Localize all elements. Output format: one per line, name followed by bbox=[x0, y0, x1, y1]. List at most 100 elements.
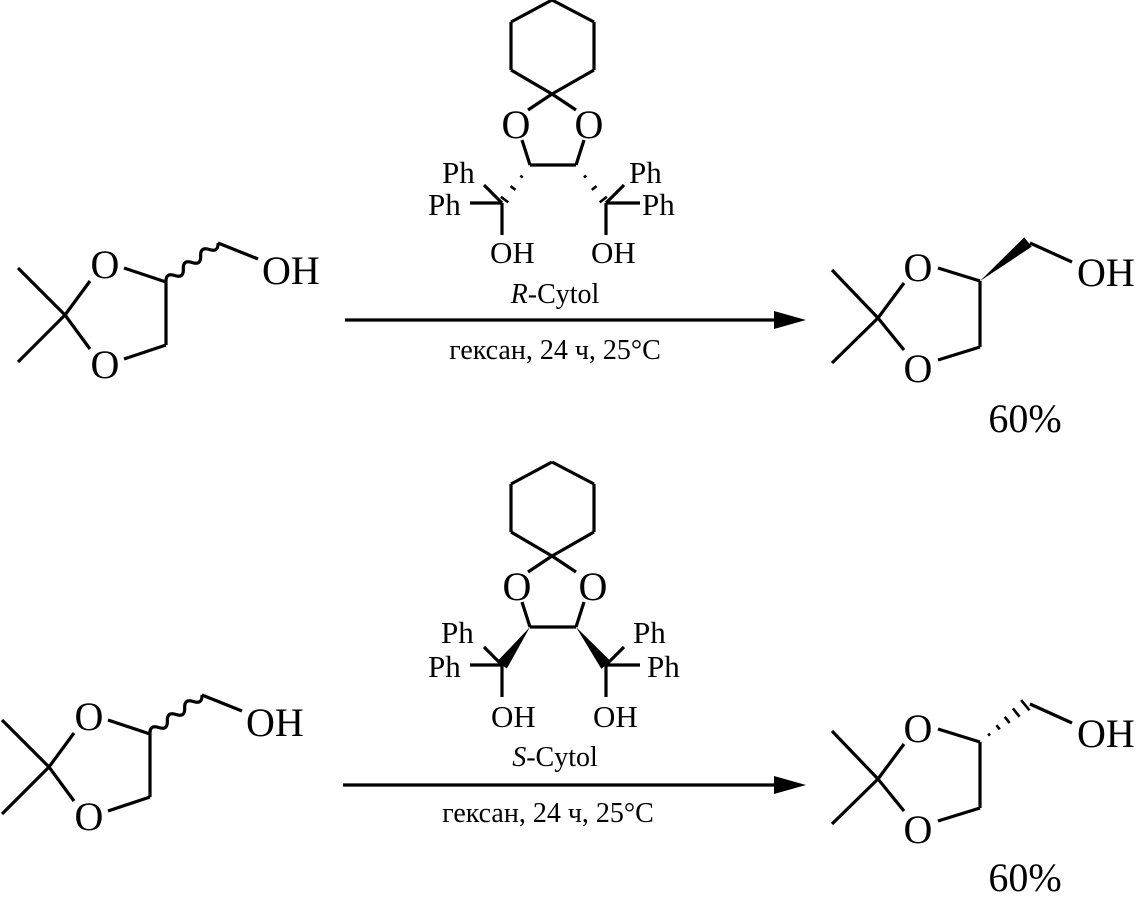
bond bbox=[1029, 702, 1073, 725]
product-r-solketal: O O OH bbox=[830, 237, 1135, 391]
bond bbox=[876, 316, 906, 352]
atom-ph: Ph bbox=[642, 187, 675, 222]
bond bbox=[551, 92, 577, 112]
bond bbox=[876, 282, 906, 319]
bond bbox=[123, 266, 167, 284]
bond bbox=[551, 530, 595, 558]
catalyst-suffix: -Cytol bbox=[526, 742, 598, 773]
bond bbox=[830, 777, 880, 826]
hash-bond bbox=[583, 174, 588, 179]
catalyst-prefix: R bbox=[510, 279, 528, 310]
atom-o: O bbox=[904, 807, 933, 852]
atom-oh: OH bbox=[1077, 711, 1135, 756]
hash-bond bbox=[987, 732, 991, 737]
bond bbox=[63, 280, 92, 316]
bond bbox=[937, 806, 981, 823]
reaction-conditions: гексан, 24 ч, 25°C bbox=[442, 798, 654, 829]
atom-ph: Ph bbox=[441, 615, 474, 650]
atom-o: O bbox=[503, 564, 532, 609]
atom-oh: OH bbox=[1077, 250, 1135, 295]
reaction-1: O O OH O O Ph Ph Ph Ph OH OH R-Cytol гек… bbox=[16, 0, 1135, 441]
arrowhead bbox=[774, 776, 806, 794]
bond bbox=[551, 554, 577, 574]
reactant-racemic-solketal: O O OH bbox=[16, 241, 320, 387]
reaction-conditions: гексан, 24 ч, 25°C bbox=[449, 335, 661, 366]
hash-bond bbox=[598, 195, 608, 204]
atom-oh: OH bbox=[591, 235, 636, 270]
bond bbox=[830, 268, 880, 320]
bond bbox=[937, 345, 981, 362]
wavy-bond bbox=[148, 694, 204, 735]
product-s-solketal: O O OH bbox=[830, 699, 1135, 852]
atom-o: O bbox=[91, 242, 120, 287]
bond bbox=[16, 313, 67, 364]
atom-o: O bbox=[579, 564, 608, 609]
catalyst-r-cytol: O O Ph Ph Ph Ph OH OH bbox=[428, 0, 675, 270]
atom-ph: Ph bbox=[633, 615, 666, 650]
bond bbox=[107, 795, 151, 813]
bond bbox=[604, 183, 626, 205]
bond bbox=[0, 718, 51, 769]
bond bbox=[551, 460, 595, 486]
bond bbox=[830, 729, 880, 781]
catalyst-s-cytol: O O Ph Ph Ph Ph OH OH bbox=[428, 460, 680, 734]
bond bbox=[520, 139, 532, 166]
wedge-bond bbox=[980, 237, 1032, 281]
catalyst-prefix: S bbox=[512, 742, 526, 773]
hash-bond bbox=[1020, 699, 1031, 712]
atom-oh: OH bbox=[593, 699, 638, 734]
bond bbox=[510, 0, 553, 24]
atom-ph: Ph bbox=[629, 155, 662, 190]
wedge-bond bbox=[497, 627, 530, 669]
atom-o: O bbox=[75, 794, 104, 839]
catalyst-name: R-Cytol bbox=[510, 279, 600, 310]
bond bbox=[937, 727, 981, 744]
bond bbox=[107, 718, 151, 736]
wedge-bond bbox=[576, 627, 611, 669]
atom-o: O bbox=[502, 102, 531, 147]
bond bbox=[47, 766, 76, 802]
bond bbox=[510, 530, 553, 558]
bond bbox=[0, 765, 51, 816]
arrowhead bbox=[774, 311, 806, 329]
bond bbox=[876, 777, 906, 813]
hash-bond bbox=[1003, 716, 1011, 724]
bond bbox=[527, 92, 553, 112]
yield-label: 60% bbox=[988, 855, 1061, 900]
bond bbox=[217, 241, 259, 261]
bond bbox=[510, 68, 553, 96]
bond bbox=[830, 316, 880, 365]
atom-oh: OH bbox=[491, 699, 536, 734]
atom-ph: Ph bbox=[647, 649, 680, 684]
atom-ph: Ph bbox=[442, 155, 475, 190]
reactant-racemic-solketal: O O OH bbox=[0, 693, 304, 839]
atom-ph: Ph bbox=[428, 649, 461, 684]
bond bbox=[574, 139, 586, 166]
atom-o: O bbox=[575, 102, 604, 147]
bond bbox=[482, 183, 504, 205]
atom-o: O bbox=[904, 346, 933, 391]
hash-bond bbox=[590, 185, 598, 191]
bond bbox=[574, 601, 586, 628]
atom-oh: OH bbox=[490, 235, 535, 270]
reaction-2: O O OH O O Ph Ph Ph Ph OH OH S-Cytol гек… bbox=[0, 460, 1135, 900]
catalyst-name: S-Cytol bbox=[512, 742, 598, 773]
bond bbox=[510, 460, 553, 486]
atom-o: O bbox=[904, 706, 933, 751]
wavy-bond bbox=[164, 242, 220, 283]
hash-bond bbox=[995, 724, 1001, 731]
yield-label: 60% bbox=[988, 396, 1061, 441]
bond bbox=[876, 743, 906, 780]
bond bbox=[527, 554, 553, 574]
atom-o: O bbox=[904, 245, 933, 290]
atom-o: O bbox=[75, 694, 104, 739]
bond bbox=[520, 601, 532, 628]
bond bbox=[123, 343, 167, 361]
atom-oh: OH bbox=[246, 700, 304, 745]
bond bbox=[604, 645, 626, 667]
bond bbox=[63, 314, 92, 350]
bond bbox=[551, 0, 595, 24]
bond bbox=[482, 645, 504, 667]
hash-bond bbox=[519, 174, 524, 179]
